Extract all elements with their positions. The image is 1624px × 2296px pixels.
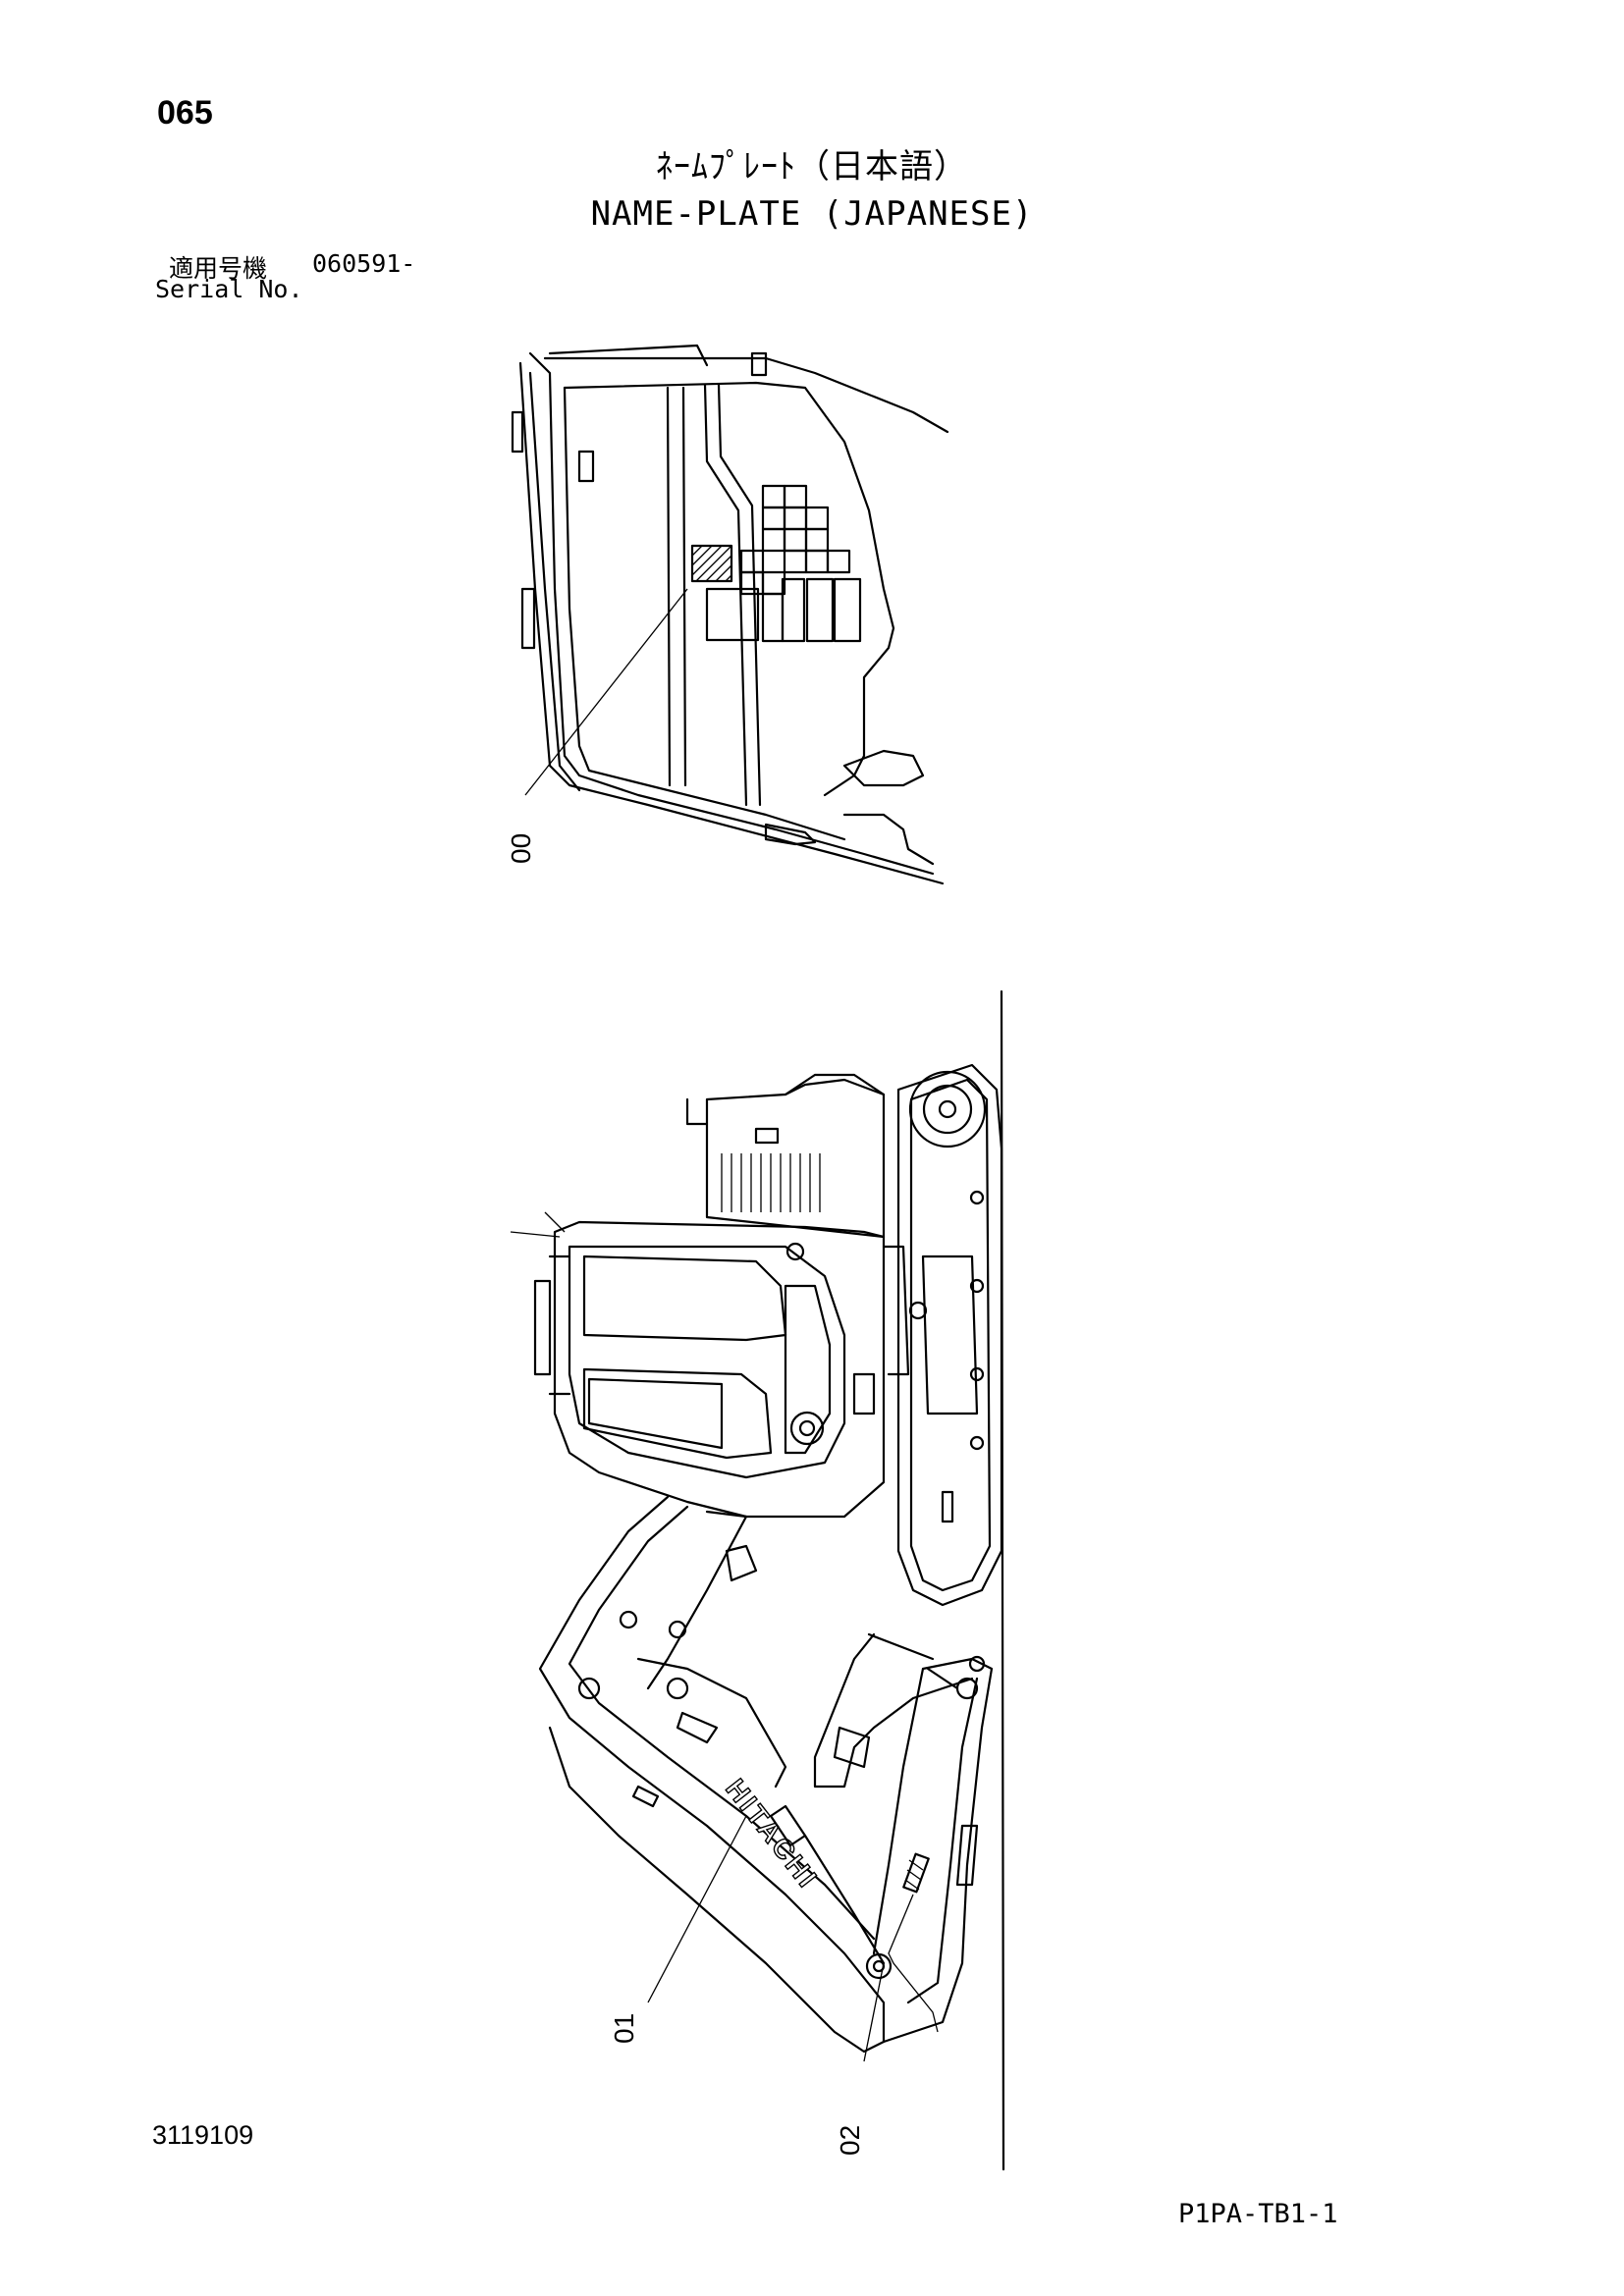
boom-logo: HITACHI [720,1774,824,1895]
title-english: NAME-PLATE (JAPANESE) [590,194,1034,234]
title-japanese: ﾈｰﾑﾌﾟﾚｰﾄ（日本語） [656,147,968,187]
engine-vents [721,1153,821,1212]
name-plate-hatched [690,544,733,583]
document-number: 3119109 [152,2120,254,2150]
excavator-side-view: HITACHI 01 02 [510,989,1005,2171]
page-number: 065 [157,94,213,132]
callout-01: 01 [609,2013,639,2044]
serial-label-japanese: 適用号機 [169,254,268,283]
cab-interior-view: 00 [506,344,949,885]
page-code: P1PA-TB1-1 [1178,2199,1338,2229]
callout-02: 02 [835,2125,865,2156]
callout-00: 00 [506,833,536,864]
serial-number-value: 060591- [312,249,416,278]
serial-label-english: Serial No. [155,275,303,303]
